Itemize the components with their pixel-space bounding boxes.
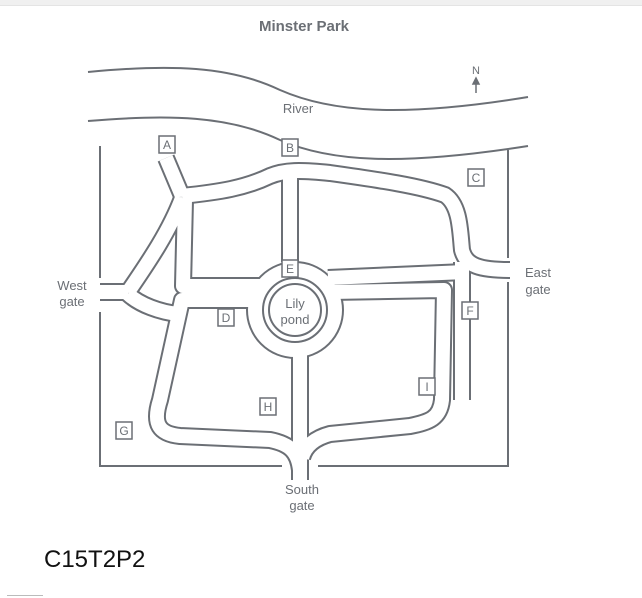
marker-f: F — [461, 301, 479, 320]
divider — [7, 595, 43, 596]
east-gate-label-2: gate — [525, 282, 550, 297]
svg-text:C: C — [472, 171, 481, 185]
top-bar — [0, 0, 642, 6]
marker-g: G — [115, 421, 133, 440]
marker-d: D — [217, 308, 235, 327]
svg-text:G: G — [119, 424, 128, 438]
marker-b: B — [281, 138, 299, 157]
marker-i: I — [418, 377, 436, 396]
west-gate-label-2: gate — [59, 294, 84, 309]
caption: C15T2P2 — [44, 546, 146, 573]
svg-text:I: I — [425, 380, 428, 394]
roads — [98, 154, 511, 482]
marker-c: C — [467, 168, 485, 187]
svg-text:F: F — [466, 304, 473, 318]
pond-label-2: pond — [281, 312, 310, 327]
svg-text:B: B — [286, 141, 294, 155]
pond-label-1: Lily — [285, 296, 305, 311]
river — [87, 66, 529, 160]
west-gate-label-1: West — [57, 278, 87, 293]
svg-text:E: E — [286, 262, 294, 276]
south-gate-label-1: South — [285, 482, 319, 497]
north-arrow-icon — [471, 76, 481, 93]
svg-text:D: D — [222, 311, 231, 325]
park-boundary — [99, 146, 509, 467]
marker-a: A — [158, 135, 176, 154]
marker-e: E — [281, 259, 299, 278]
lily-pond — [268, 283, 322, 337]
map-title: Minster Park — [259, 18, 350, 35]
svg-text:A: A — [163, 138, 171, 152]
svg-text:H: H — [264, 400, 273, 414]
river-label: River — [283, 101, 314, 116]
compass-label: N — [472, 65, 480, 77]
south-gate-label-2: gate — [289, 498, 314, 513]
marker-h: H — [259, 397, 277, 416]
east-gate-label-1: East — [525, 265, 551, 280]
